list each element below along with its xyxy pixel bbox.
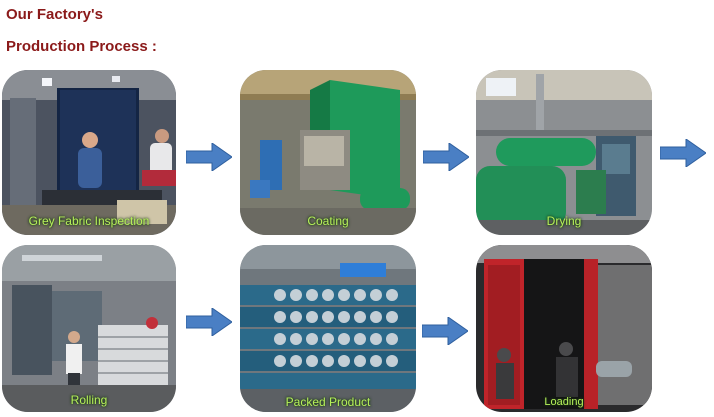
arrow-right-icon (422, 317, 468, 345)
packed-product-photo (240, 245, 416, 412)
drying-photo (476, 70, 652, 235)
step-loading: Loading (476, 245, 652, 412)
step-label: Coating (307, 214, 349, 228)
title-line-2: Production Process : (6, 38, 157, 55)
step-grey-fabric-inspection: Grey Fabric Inspection (2, 70, 176, 235)
step-packed-product: Packed Product (240, 245, 416, 412)
step-coating: Coating (240, 70, 416, 235)
rolling-photo (2, 245, 176, 412)
coating-photo (240, 70, 416, 235)
loading-photo (476, 245, 652, 412)
title-line-1: Our Factory's (6, 6, 103, 23)
step-rolling: Rolling (2, 245, 176, 412)
step-label: Packed Product (285, 395, 371, 409)
step-label: Rolling (70, 393, 108, 407)
arrow-right-icon (186, 308, 232, 336)
arrow-right-icon (660, 139, 706, 167)
grey-fabric-inspection-photo (2, 70, 176, 235)
step-label: Grey Fabric Inspection (28, 214, 150, 228)
arrow-right-icon (186, 143, 232, 171)
step-drying: Drying (476, 70, 652, 235)
step-label: Drying (546, 214, 582, 228)
arrow-right-icon (423, 143, 469, 171)
step-label: Loading (544, 396, 584, 408)
